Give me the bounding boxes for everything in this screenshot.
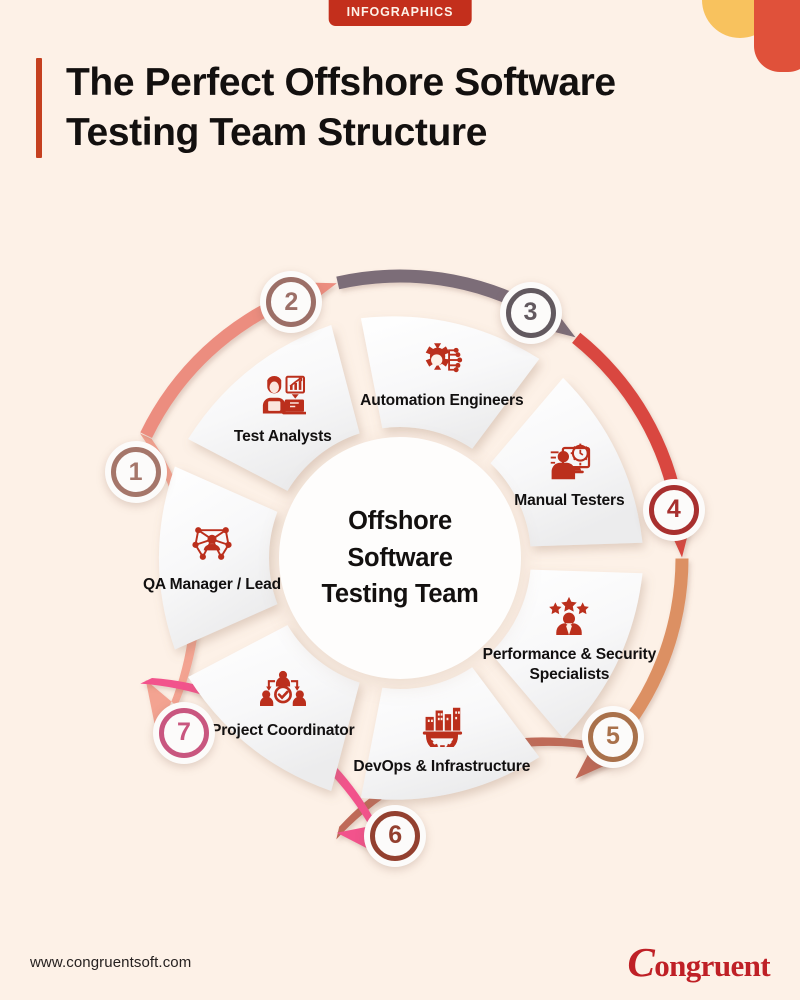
step-badge-2[interactable]: 2 [260, 271, 323, 334]
brand-logo-rest: ongruent [654, 948, 770, 983]
step-badge-number-7: 7 [177, 718, 191, 747]
segment-wedge-5[interactable] [490, 569, 643, 739]
brand-logo: Congruent [627, 938, 770, 986]
segment-wedge-1[interactable] [158, 466, 278, 650]
step-badge-3[interactable]: 3 [499, 281, 562, 344]
page-title: The Perfect Offshore Software Testing Te… [66, 61, 616, 154]
step-badge-number-3: 3 [523, 298, 538, 327]
step-badge-number-2: 2 [284, 287, 299, 316]
center-hub-line-1: Software [347, 543, 453, 572]
red-rounded-decor [754, 0, 800, 72]
infographics-badge: INFOGRAPHICS [328, 0, 472, 26]
segment-wedge-7[interactable] [188, 625, 360, 791]
wedge-ring [158, 316, 643, 800]
step-badge-ring-4 [648, 484, 699, 535]
brand-logo-initial: C [627, 939, 655, 985]
step-badge-1[interactable]: 1 [104, 441, 167, 504]
center-hub-line-2: Testing Team [321, 580, 479, 609]
step-badge-ring-1 [110, 447, 161, 498]
segment-wedge-3[interactable] [360, 316, 540, 449]
center-hub-line-0: Offshore [348, 506, 452, 535]
step-badge-number-5: 5 [606, 722, 620, 751]
step-badge-6[interactable]: 6 [364, 804, 427, 867]
step-badge-number-6: 6 [388, 821, 403, 850]
step-badge-ring-3 [505, 287, 556, 338]
step-badge-ring-5 [587, 711, 638, 762]
step-badge-4[interactable]: 4 [642, 478, 705, 541]
step-badge-number-4: 4 [666, 495, 681, 524]
footer-url[interactable]: www.congruentsoft.com [30, 953, 192, 971]
step-badge-7[interactable]: 7 [152, 701, 215, 764]
corner-decoration [690, 0, 800, 130]
title-accent-bar [36, 58, 42, 158]
step-badge-5[interactable]: 5 [581, 705, 644, 768]
step-badge-number-1: 1 [128, 457, 143, 486]
step-badge-ring-6 [370, 810, 421, 861]
footer: www.congruentsoft.com Congruent [0, 924, 800, 1000]
segment-wedge-6[interactable] [360, 667, 540, 800]
title-block: The Perfect Offshore Software Testing Te… [36, 58, 746, 158]
step-badge-ring-7 [158, 707, 209, 758]
step-badge-ring-2 [266, 277, 317, 328]
